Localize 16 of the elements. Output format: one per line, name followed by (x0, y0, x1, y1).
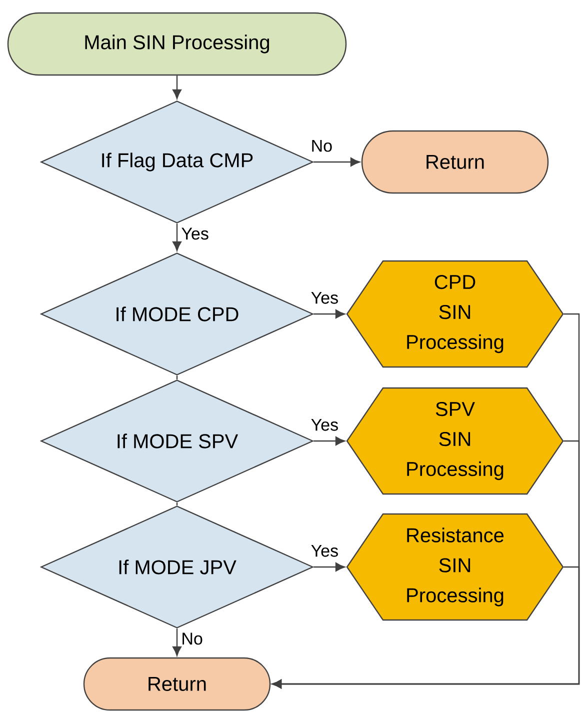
terminal: Return (361, 130, 549, 194)
arrow (314, 436, 345, 446)
arrow (172, 628, 182, 656)
terminal: Return (83, 657, 271, 711)
arrow (272, 566, 580, 688)
arrow (314, 562, 345, 572)
arrow (314, 158, 360, 166)
arrow (172, 76, 182, 99)
process-hexagon: CPD SIN Processing (346, 260, 564, 368)
arrow (172, 224, 182, 251)
edge-label: No (180, 632, 204, 646)
edge-label: Yes (180, 226, 210, 241)
process-hexagon: Resistance SIN Processing (346, 513, 564, 621)
arrow (314, 310, 345, 318)
process-hexagon: SPV SIN Processing (346, 387, 564, 495)
terminal: Main SIN Processing (7, 12, 347, 76)
